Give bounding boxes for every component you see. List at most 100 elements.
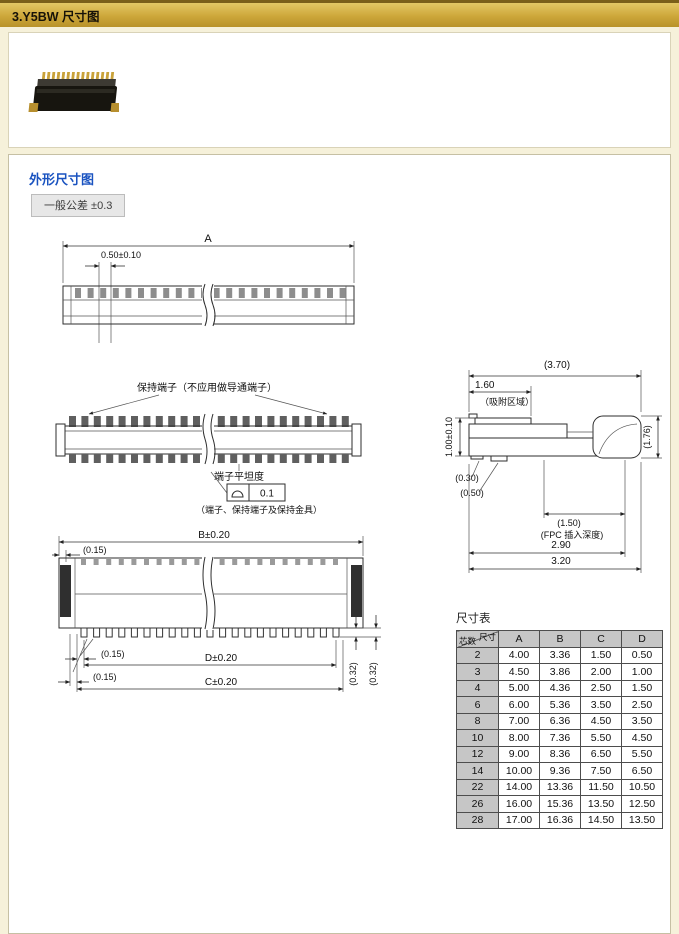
dim-c-cell: 6.50 [580,745,622,763]
flatness-value: 0.1 [260,489,274,500]
dim-c-cell: 3.50 [580,696,622,714]
dim-d-cell: 1.50 [621,679,663,697]
dim-d-cell: 10.50 [621,778,663,796]
dim-b-cell: 15.36 [539,795,581,813]
dim-d-cell: 6.50 [621,762,663,780]
right-solder-pad [351,565,362,617]
dim-label-pin2: (0.32) [368,662,378,686]
dim-b-cell: 9.36 [539,762,581,780]
dim-c-cell: 2.50 [580,679,622,697]
table-col-a: A [498,630,540,648]
pin-count-cell: 4 [456,679,499,697]
dim-b-cell: 6.36 [539,712,581,730]
dim-label-standoff1: (0.30) [455,473,479,483]
dimension-drawings: A 0.50±0.10 保持端子（不应用做导通端子） 端子平坦度 [52,233,662,692]
dim-label-d: D±0.20 [205,653,238,664]
dim-label-offset-mid: (0.15) [101,649,125,659]
dim-b-cell: 8.36 [539,745,581,763]
dim-label-depth1: 2.90 [551,540,571,551]
connector-photo-art [28,72,119,112]
dim-c-cell: 1.50 [580,646,622,664]
side-view-drawing: (3.70) 1.60 （吸附区域） 1.00±0.10 (1.76) (0.3… [444,360,662,573]
section-title: 外形尺寸图 [29,172,95,187]
flatness-note: （端子、保持端子及保持金具） [196,504,322,515]
front-view-top-pins [69,416,349,427]
dim-c-cell: 14.50 [580,811,622,829]
tolerance-note: 一般公差 ±0.3 [31,194,126,217]
pin-count-cell: 10 [456,729,499,747]
dim-label-offset-bot: (0.15) [93,672,117,682]
pin-count-cell: 22 [456,778,499,796]
dim-label-suction-width: 1.60 [475,380,495,391]
dim-a-cell: 6.00 [498,696,540,714]
dim-a-cell: 8.00 [498,729,540,747]
dim-label-open-height: (1.76) [642,425,652,449]
dim-label-a: A [204,233,212,245]
dim-a-cell: 4.00 [498,646,540,664]
dim-b-cell: 3.36 [539,646,581,664]
dim-a-cell: 5.00 [498,679,540,697]
dim-d-cell: 1.00 [621,663,663,681]
dim-a-cell: 4.50 [498,663,540,681]
dim-a-cell: 16.00 [498,795,540,813]
left-solder-pad [60,565,71,617]
dim-label-depth2: 3.20 [551,556,571,567]
front-view-drawing: 保持端子（不应用做导通端子） 端子平坦度 0.1 （端子、保持端子及保持金具） [55,381,362,515]
dim-d-cell: 5.50 [621,745,663,763]
dim-label-height: 1.00±0.10 [444,417,454,457]
pin-count-cell: 28 [456,811,499,829]
dim-d-cell: 13.50 [621,811,663,829]
front-view-bottom-pins [69,454,349,463]
dim-b-cell: 4.36 [539,679,581,697]
dim-a-cell: 17.00 [498,811,540,829]
table-col-b: B [539,630,581,648]
dim-c-cell: 4.50 [580,712,622,730]
dim-label-insert-depth: (1.50) [557,518,581,528]
actuator-profile [592,415,642,459]
table-col-d: D [621,630,663,648]
dim-a-cell: 7.00 [498,712,540,730]
dim-label-pin1: (0.32) [348,662,358,686]
table-corner-cell: 尺寸 芯数 [456,630,499,648]
dim-b-cell: 7.36 [539,729,581,747]
dim-c-cell: 5.50 [580,729,622,747]
bottom-view-pins [80,627,340,638]
dim-label-total-width: (3.70) [544,360,570,371]
flatness-symbol-icon [231,490,244,498]
dim-d-cell: 12.50 [621,795,663,813]
dim-a-cell: 10.00 [498,762,540,780]
dim-label-pitch: 0.50±0.10 [101,250,141,260]
dim-d-cell: 4.50 [621,729,663,747]
corner-label-pins: 芯数 [459,635,477,646]
dim-a-cell: 9.00 [498,745,540,763]
table-header-row: 尺寸 芯数 A B C D [456,630,663,648]
dim-a-cell: 14.00 [498,778,540,796]
retention-terminal-label: 保持端子（不应用做导通端子） [137,381,277,394]
dim-d-cell: 2.50 [621,696,663,714]
break-line [202,413,216,465]
break-line [202,283,216,327]
bottom-view-drawing: B±0.20 (0.15) D±0.20 (0.15) (0.15) [52,530,381,692]
dim-b-cell: 5.36 [539,696,581,714]
pin-count-cell: 6 [456,696,499,714]
page-title: 3.Y5BW 尺寸图 [12,9,100,24]
table-col-c: C [580,630,622,648]
dim-label-offset-top: (0.15) [83,545,107,555]
flatness-label: 端子平坦度 [214,470,264,483]
page-header: 3.Y5BW 尺寸图 [0,0,679,27]
dim-c-cell: 7.50 [580,762,622,780]
drawing-panel: 外形尺寸图 一般公差 ±0.3 A 0.50±0.10 保持端子（不应用做导通端… [8,154,671,934]
suction-area-label: （吸附区域） [480,396,534,407]
dim-label-b: B±0.20 [198,530,230,541]
